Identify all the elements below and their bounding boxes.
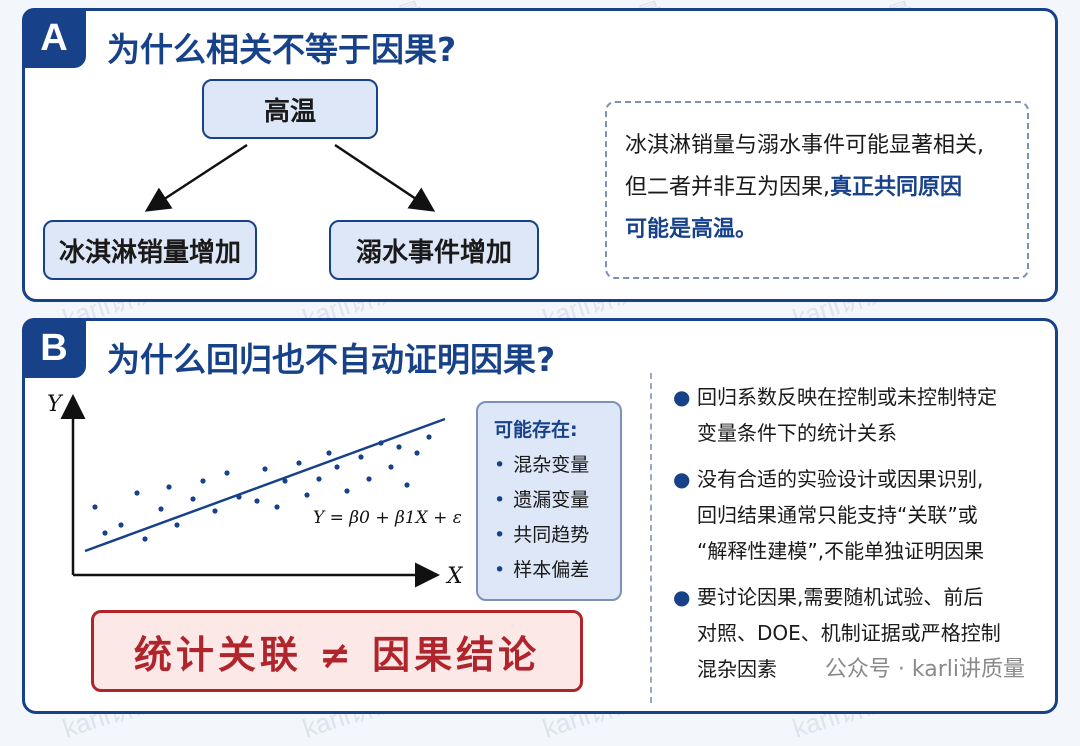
scatter-point	[190, 496, 196, 502]
scatter-point	[396, 444, 402, 450]
scatter-points	[92, 434, 432, 542]
regression-line	[84, 417, 446, 553]
possible-factors-heading: 可能存在:	[494, 419, 578, 441]
scatter-point	[358, 454, 364, 460]
callout-line-2-plain: 但二者并非互为因果,	[625, 175, 830, 200]
scatter-point	[388, 464, 394, 470]
bullet-item: ● 回归系数反映在控制或未控制特定 变量条件下的统计关系	[673, 379, 1053, 451]
explanation-callout: 冰淇淋销量与溺水事件可能显著相关, 但二者并非互为因果,真正共同原因 可能是高温…	[605, 101, 1029, 279]
scatter-point	[326, 450, 332, 456]
bullet-dot-icon: ●	[673, 467, 691, 491]
bullet-line: 回归结果通常只能支持“关联”或	[697, 503, 978, 527]
explanation-bullets: ● 回归系数反映在控制或未控制特定 变量条件下的统计关系 ● 没有合适的实验设计…	[673, 379, 1053, 697]
scatter-point	[92, 504, 98, 510]
node-drowning-events: 溺水事件增加	[329, 220, 539, 280]
node-high-temperature: 高温	[202, 79, 378, 139]
scatter-point	[404, 482, 410, 488]
callout-line-2-highlight: 真正共同原因	[830, 175, 963, 200]
scatter-point	[378, 440, 384, 446]
bullet-line: 回归系数反映在控制或未控制特定	[697, 385, 997, 409]
scatter-point	[174, 522, 180, 528]
scatter-point	[344, 488, 350, 494]
causal-arrows	[144, 143, 436, 212]
bullet-line: 要讨论因果,需要随机试验、前后	[697, 585, 984, 609]
panel-b-title: 为什么回归也不自动证明因果?	[107, 340, 556, 379]
account-credit: 公众号 · karli讲质量	[824, 657, 1025, 682]
scatter-point	[282, 478, 288, 484]
bullet-line: 变量条件下的统计关系	[697, 421, 897, 445]
bullet-line: 没有合适的实验设计或因果识别,	[697, 467, 984, 491]
possible-factor-item: 样本偏差	[494, 553, 620, 588]
regression-equation: Y = β0 + β1X + ε	[313, 508, 462, 528]
arrow-to-right	[334, 143, 436, 212]
scatter-point	[134, 490, 140, 496]
scatter-point	[102, 530, 108, 536]
scatter-point	[426, 434, 432, 440]
x-axis-label: X	[445, 564, 463, 589]
scatter-point	[334, 464, 340, 470]
possible-factor-item: 遗漏变量	[494, 483, 620, 518]
scatter-point	[212, 508, 218, 514]
column-divider	[650, 373, 652, 703]
bullet-dot-icon: ●	[673, 385, 691, 409]
scatter-point	[316, 476, 322, 482]
arrow-to-left	[144, 143, 248, 212]
y-axis-label: Y	[47, 392, 64, 417]
bullet-item: ● 没有合适的实验设计或因果识别, 回归结果通常只能支持“关联”或 “解释性建模…	[673, 461, 1053, 569]
scatter-point	[200, 478, 206, 484]
panel-b: B 为什么回归也不自动证明因果? Y X Y = β0 + β1X + ε 可能…	[22, 318, 1058, 714]
scatter-point	[254, 498, 260, 504]
scatter-point	[296, 460, 302, 466]
scatter-point	[236, 494, 242, 500]
bullet-dot-icon: ●	[673, 585, 691, 609]
conclusion-banner: 统计关联 ≠ 因果结论	[91, 610, 583, 692]
bullet-line: “解释性建模”,不能单独证明因果	[697, 539, 985, 563]
bullet-line: 对照、DOE、机制证据或严格控制	[697, 621, 1001, 645]
scatter-point	[224, 470, 230, 476]
scatter-point	[142, 536, 148, 542]
callout-line-1: 冰淇淋销量与溺水事件可能显著相关,	[625, 133, 984, 158]
callout-line-3-highlight: 可能是高温。	[625, 217, 758, 242]
bullet-item: ● 要讨论因果,需要随机试验、前后 对照、DOE、机制证据或严格控制 混杂因素	[673, 579, 1053, 687]
possible-factor-item: 共同趋势	[494, 518, 620, 553]
node-ice-cream-sales: 冰淇淋销量增加	[43, 220, 257, 280]
regression-scatter-plot: Y X Y = β0 + β1X + ε	[47, 392, 463, 589]
scatter-point	[304, 492, 310, 498]
panel-b-badge: B	[22, 318, 86, 378]
possible-factor-item: 混杂变量	[494, 448, 620, 483]
bullet-line: 混杂因素	[697, 657, 777, 681]
scatter-point	[166, 484, 172, 490]
possible-factors-box: 可能存在: 混杂变量 遗漏变量 共同趋势 样本偏差	[476, 401, 622, 601]
scatter-point	[158, 506, 164, 512]
panel-a-badge: A	[22, 8, 86, 68]
callout-line-2: 但二者并非互为因果,真正共同原因	[625, 167, 1009, 209]
scatter-point	[414, 450, 420, 456]
panel-a-title: 为什么相关不等于因果?	[107, 30, 457, 69]
scatter-point	[274, 504, 280, 510]
scatter-point	[366, 476, 372, 482]
scatter-point	[118, 522, 124, 528]
scatter-point	[262, 466, 268, 472]
panel-a: A 为什么相关不等于因果? 高温 冰淇淋销量增加 溺水事件增加 冰淇淋销量与溺水…	[22, 8, 1058, 302]
